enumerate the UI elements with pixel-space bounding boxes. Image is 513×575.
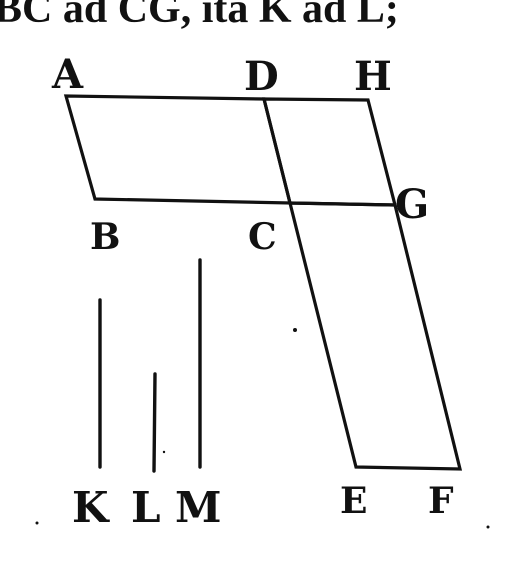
label-l: L: [131, 483, 161, 532]
label-f: F: [428, 480, 454, 522]
label-d: D: [244, 53, 279, 100]
label-b: B: [90, 216, 120, 258]
parallelogram-dhgc: [261, 97, 398, 207]
ink-speck: [486, 525, 490, 529]
label-h: H: [354, 53, 392, 100]
label-c: C: [248, 216, 277, 258]
label-g: G: [395, 181, 429, 228]
label-a: A: [51, 51, 84, 98]
ink-speck: [293, 328, 297, 332]
label-k: K: [72, 483, 110, 532]
caption-text: BC ad CG, ita K ad L;: [0, 0, 399, 32]
parallelogram-abcd: [63, 94, 293, 205]
ink-speck: [162, 450, 166, 454]
label-e: E: [340, 480, 367, 522]
parallelogram-cgfe: [287, 201, 463, 471]
ink-speck: [35, 521, 39, 525]
segment-l: [152, 372, 157, 473]
label-m: M: [175, 483, 222, 532]
